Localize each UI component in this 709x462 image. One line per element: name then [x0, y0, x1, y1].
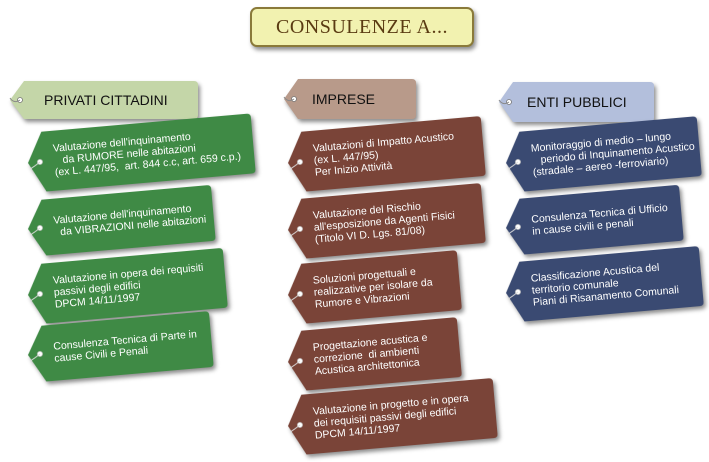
column-heading-0-label: PRIVATI CITTADINI: [44, 92, 168, 108]
tag-string-icon: [30, 161, 41, 170]
column-heading-2-label: ENTI PUBBLICI: [527, 94, 627, 110]
consulting-tag-shape: [288, 116, 486, 192]
tag-string-icon: [283, 96, 295, 102]
tag-string-icon: [508, 291, 519, 300]
consulting-tag: Valutazione del Rischio all'esposizione …: [285, 183, 486, 260]
title-box: CONSULENZE A...: [250, 7, 474, 47]
tag-string-icon: [290, 293, 301, 302]
column-heading-1-shape: [283, 79, 416, 119]
tag-string-icon: [9, 97, 21, 103]
consulting-tag-shape: [28, 311, 214, 382]
consulting-tag-body: [506, 185, 684, 255]
consulting-tag: Monitoraggio di medio – lungo periodo di…: [503, 116, 702, 193]
consulting-tag-shape: [506, 246, 704, 322]
consulting-tag-shape: [288, 317, 462, 391]
consulting-tag: Valutazione dell'inquinamento da VIBRAZI…: [26, 185, 216, 257]
consulting-tag: Progettazione acustica e correzione di a…: [285, 317, 462, 392]
tag-string-icon: [290, 228, 301, 237]
consulting-tag-body: [28, 311, 214, 382]
column-heading-0: PRIVATI CITTADINI: [9, 81, 198, 119]
consulting-tag: Valutazioni di Impatto Acustico (ex L. 4…: [285, 116, 486, 193]
column-heading-2-shape: [498, 82, 654, 122]
column-heading-1-label: IMPRESE: [312, 91, 376, 107]
tag-string-icon: [290, 360, 301, 369]
consulting-tag-body: [28, 248, 228, 324]
column-heading-2: ENTI PUBBLICI: [498, 82, 654, 122]
consulting-tag-body: [288, 317, 462, 391]
consulting-tag-shape: [28, 248, 228, 324]
consulting-tag-body: [506, 246, 704, 322]
consulting-tag-shape: [506, 185, 684, 255]
consulting-tag-body: [28, 185, 216, 256]
tag-string-icon: [30, 293, 41, 302]
consulting-tag: Soluzioni progettuali e realizzative per…: [285, 250, 462, 325]
consulting-tag: Valutazione in opera dei requisiti passi…: [25, 248, 228, 325]
tag-string-icon: [290, 161, 301, 170]
tag-string-icon: [508, 161, 519, 170]
tag-string-icon: [498, 99, 510, 105]
consulting-tag: Consulenza Tecnica di Parte in cause Civ…: [26, 311, 214, 383]
consulting-tag-shape: [28, 113, 256, 192]
tag-string-icon: [290, 424, 301, 433]
consulting-tag: Valutazione dell'inquinamento da RUMORE …: [25, 113, 256, 192]
consulting-tag-body: [288, 183, 486, 259]
consulting-tag: Classificazione Acustica del territorio …: [503, 246, 704, 323]
consulting-tag-shape: [28, 185, 216, 256]
consulting-tag-body: [288, 116, 486, 192]
consulting-tag: Consulenza Tecnica di Ufficio in cause c…: [504, 185, 684, 256]
column-heading-1-body: [284, 79, 416, 119]
page-title: CONSULENZE A...: [276, 15, 448, 38]
consulting-tag-body: [28, 113, 256, 192]
consulting-tag-body: [506, 116, 702, 192]
column-heading-0-body: [10, 81, 198, 119]
consulting-tag: Valutazione in progetto e in opera dei r…: [285, 378, 498, 456]
consulting-tag-shape: [506, 116, 702, 192]
tag-string-icon: [508, 226, 519, 235]
consulting-tag-shape: [288, 250, 462, 324]
column-heading-1: IMPRESE: [283, 79, 416, 119]
column-heading-0-shape: [9, 81, 198, 119]
tag-string-icon: [30, 227, 41, 236]
tag-string-icon: [30, 353, 41, 362]
consulting-tag-shape: [288, 183, 486, 259]
consulting-tag-body: [288, 378, 498, 455]
column-heading-2-body: [499, 82, 654, 122]
consulting-tag-shape: [288, 378, 498, 455]
consulting-tag-body: [288, 250, 462, 324]
